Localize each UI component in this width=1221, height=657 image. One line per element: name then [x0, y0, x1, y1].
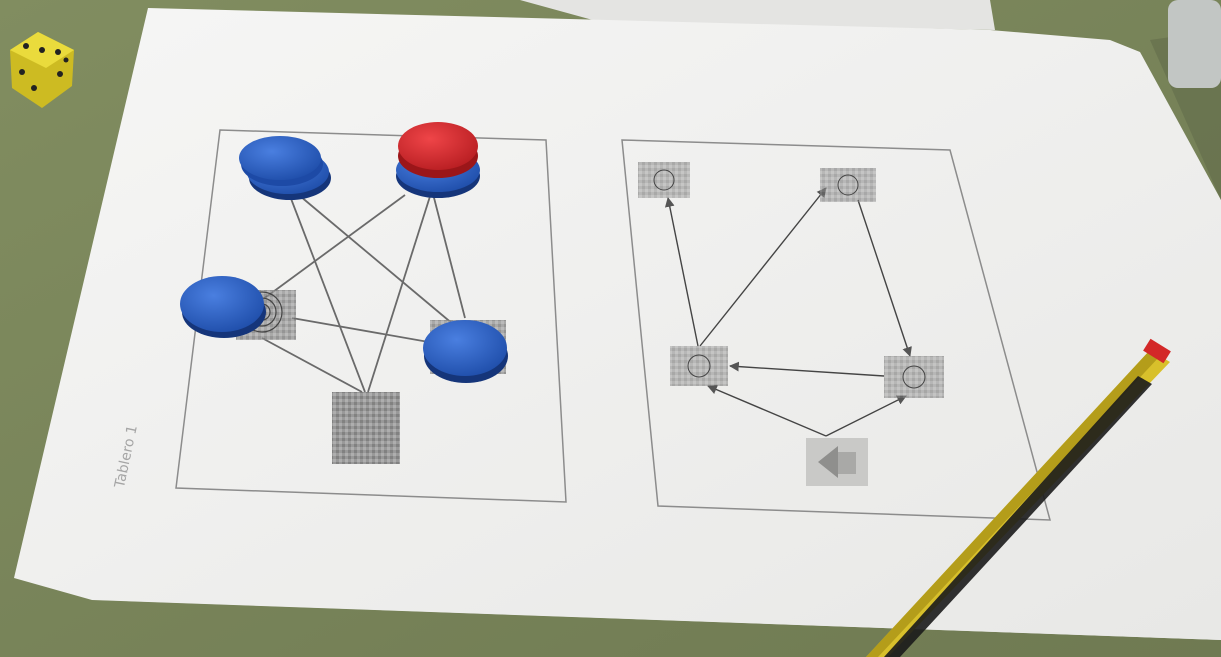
- board2-node-top-left: [638, 162, 690, 198]
- board1-edges: [261, 189, 466, 393]
- board2-node-middle-left: [670, 346, 728, 386]
- board2-node-middle-right: [884, 356, 944, 398]
- token-stack-top-right: [396, 122, 480, 198]
- pencil: [866, 338, 1171, 657]
- token-stack-top-left: [239, 136, 331, 200]
- token-right: [423, 320, 508, 383]
- board1-node-textured: [332, 392, 400, 464]
- board2-frame: [621, 139, 1051, 521]
- die: [10, 32, 74, 108]
- board2-node-house: [806, 438, 868, 486]
- token-left: [180, 276, 266, 338]
- corner-object: [1168, 0, 1221, 88]
- board2-node-top-right: [820, 168, 876, 202]
- board2-edges: [664, 187, 912, 437]
